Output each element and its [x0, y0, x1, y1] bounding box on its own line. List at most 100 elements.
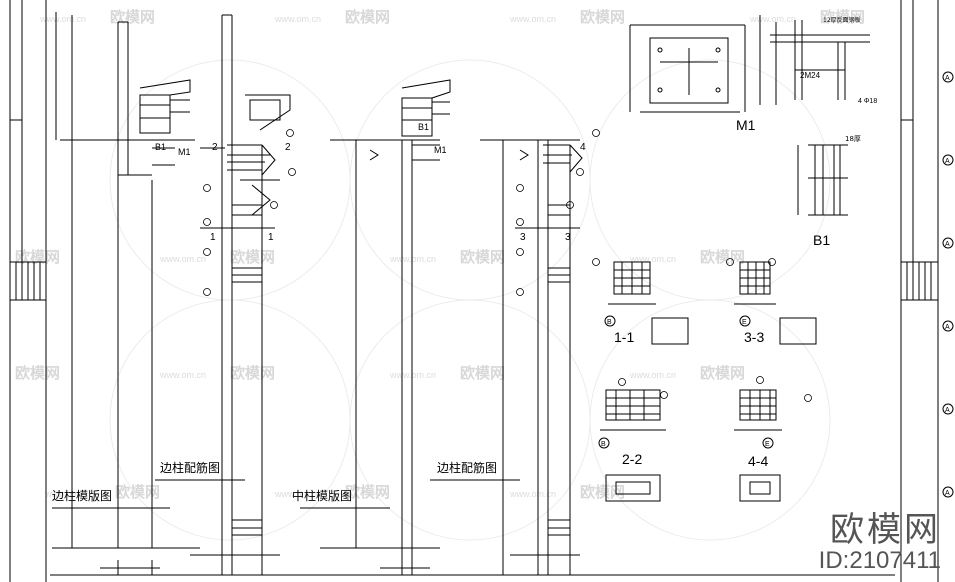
grid-label-a3: A	[945, 241, 950, 248]
b1-detail	[797, 144, 848, 216]
mid-rebar-label: 边柱配筋图	[437, 460, 497, 475]
watermark-site: www.om.cn	[629, 254, 676, 264]
rebar-callout-bubble	[566, 201, 574, 209]
cut-mark-2b: 2	[285, 142, 291, 153]
rebar-callout-bubble	[726, 258, 734, 266]
watermark-arc	[109, 299, 351, 541]
grid-label-a1: A	[945, 75, 950, 82]
grid-bubbles	[598, 71, 954, 498]
brand-id: ID:2107411	[818, 547, 941, 574]
section-details	[600, 261, 817, 502]
rebar-callout-bubble	[804, 394, 812, 402]
rebar-callout-bubble	[203, 218, 211, 226]
watermark-site: www.om.cn	[389, 370, 436, 380]
section-4-4-title: 4-4	[748, 453, 768, 469]
brand-name: 欧模网	[830, 510, 941, 550]
anchor-note: 4 Φ18	[858, 98, 877, 105]
edge-rebar-label: 边柱配筋图	[160, 460, 220, 475]
watermark-site: www.om.cn	[509, 489, 556, 499]
rebar-callout-bubble	[756, 376, 764, 384]
watermark-brand: 欧模网	[700, 248, 745, 266]
watermark-brand: 欧模网	[115, 483, 160, 501]
section-1-1-title: 1-1	[614, 329, 634, 345]
grid-label-a5: A	[945, 407, 950, 414]
watermark-brand: 欧模网	[580, 8, 625, 26]
watermark-arc	[589, 299, 831, 541]
rebar-callout-bubble	[203, 288, 211, 296]
bolt-note: 2M24	[800, 71, 821, 80]
mid-formwork-label: 中柱模版图	[292, 488, 352, 503]
grid-label-a2: A	[945, 158, 950, 165]
m1-plate-detail	[629, 15, 870, 113]
watermark-brand: 欧模网	[700, 364, 745, 382]
watermark-site: www.om.cn	[629, 370, 676, 380]
watermark-brand: 欧模网	[15, 364, 60, 382]
rebar-callout-bubble	[270, 201, 278, 209]
grid-label-e-sec3: E	[742, 319, 747, 326]
cut-mark-1a: 1	[210, 232, 216, 243]
mid-column-formwork	[300, 79, 451, 575]
watermark-arc	[349, 299, 591, 541]
rebar-callout-bubble	[288, 168, 296, 176]
grid-label-e-sec4: E	[765, 441, 770, 448]
watermark-site: www.om.cn	[44, 489, 91, 499]
grid-label-b-sec1: B	[607, 319, 612, 326]
grid-label-a6: A	[945, 490, 950, 497]
rebar-callout-bubble	[618, 378, 626, 386]
rebar-callout-bubble	[286, 129, 294, 137]
cut-mark-3a: 3	[520, 232, 526, 243]
b1-tag-left: B1	[155, 142, 166, 152]
mid-column-rebar	[430, 139, 583, 575]
watermark-site: www.om.cn	[274, 14, 321, 24]
watermark-site: www.om.cn	[39, 14, 86, 24]
watermark-brand: 欧模网	[110, 8, 155, 26]
edge-formwork-label: 边柱模版图	[52, 488, 112, 503]
watermark-site: www.om.cn	[159, 254, 206, 264]
brand-mark: 欧模网 ID:2107411	[819, 512, 941, 574]
rebar-callout-bubble	[516, 218, 524, 226]
rebar-callout-bubble	[576, 168, 584, 176]
section-2-2-title: 2-2	[622, 451, 642, 467]
cut-mark-4a: 4	[580, 142, 586, 153]
watermark-site: www.om.cn	[509, 14, 556, 24]
rebar-callout-bubble	[203, 248, 211, 256]
sheet-frame	[9, 0, 939, 582]
b1-title: B1	[813, 232, 830, 248]
watermark-site: www.om.cn	[749, 14, 796, 24]
plate-note: 12厚反面钢板	[823, 16, 861, 24]
rebar-callout-bubble	[516, 184, 524, 192]
watermark-brand: 欧模网	[230, 248, 275, 266]
grid-label-a4: A	[945, 324, 950, 331]
cut-mark-2a: 2	[212, 142, 218, 153]
rebar-callout-bubble	[516, 288, 524, 296]
thickness-note: 18厚	[845, 135, 861, 143]
watermark-site: www.om.cn	[389, 254, 436, 264]
watermark-layer: 欧模网 www.om.cn 欧模网 www.om.cn 欧模网 www.om.cn 欧模网 w…	[15, 8, 865, 541]
watermark-brand: 欧模网	[345, 8, 390, 26]
section-3-3-title: 3-3	[744, 329, 764, 345]
rebar-callout-bubble	[768, 258, 776, 266]
cut-mark-3b: 3	[565, 232, 571, 243]
grid-label-b-sec2: B	[601, 441, 606, 448]
rebar-callouts	[203, 129, 812, 402]
m1-tag-left: M1	[178, 147, 191, 157]
rebar-callout-bubble	[592, 258, 600, 266]
m1-title: M1	[736, 117, 756, 133]
watermark-site: www.om.cn	[159, 370, 206, 380]
m1-tag-mid: M1	[434, 145, 447, 155]
watermark-brand: 欧模网	[820, 8, 865, 26]
watermark-brand: 欧模网	[580, 483, 625, 501]
edge-column-formwork	[52, 12, 200, 575]
rebar-callout-bubble	[592, 129, 600, 137]
b1-tag-mid: B1	[418, 122, 429, 132]
watermark-brand: 欧模网	[230, 364, 275, 382]
watermark-site: www.om.cn	[274, 489, 321, 499]
edge-column-rebar	[155, 14, 291, 575]
rebar-callout-bubble	[660, 391, 668, 399]
rebar-callout-bubble	[203, 184, 211, 192]
rebar-callout-bubble	[516, 248, 524, 256]
watermark-brand: 欧模网	[460, 364, 505, 382]
watermark-brand: 欧模网	[460, 248, 505, 266]
cut-mark-1b: 1	[268, 232, 274, 243]
